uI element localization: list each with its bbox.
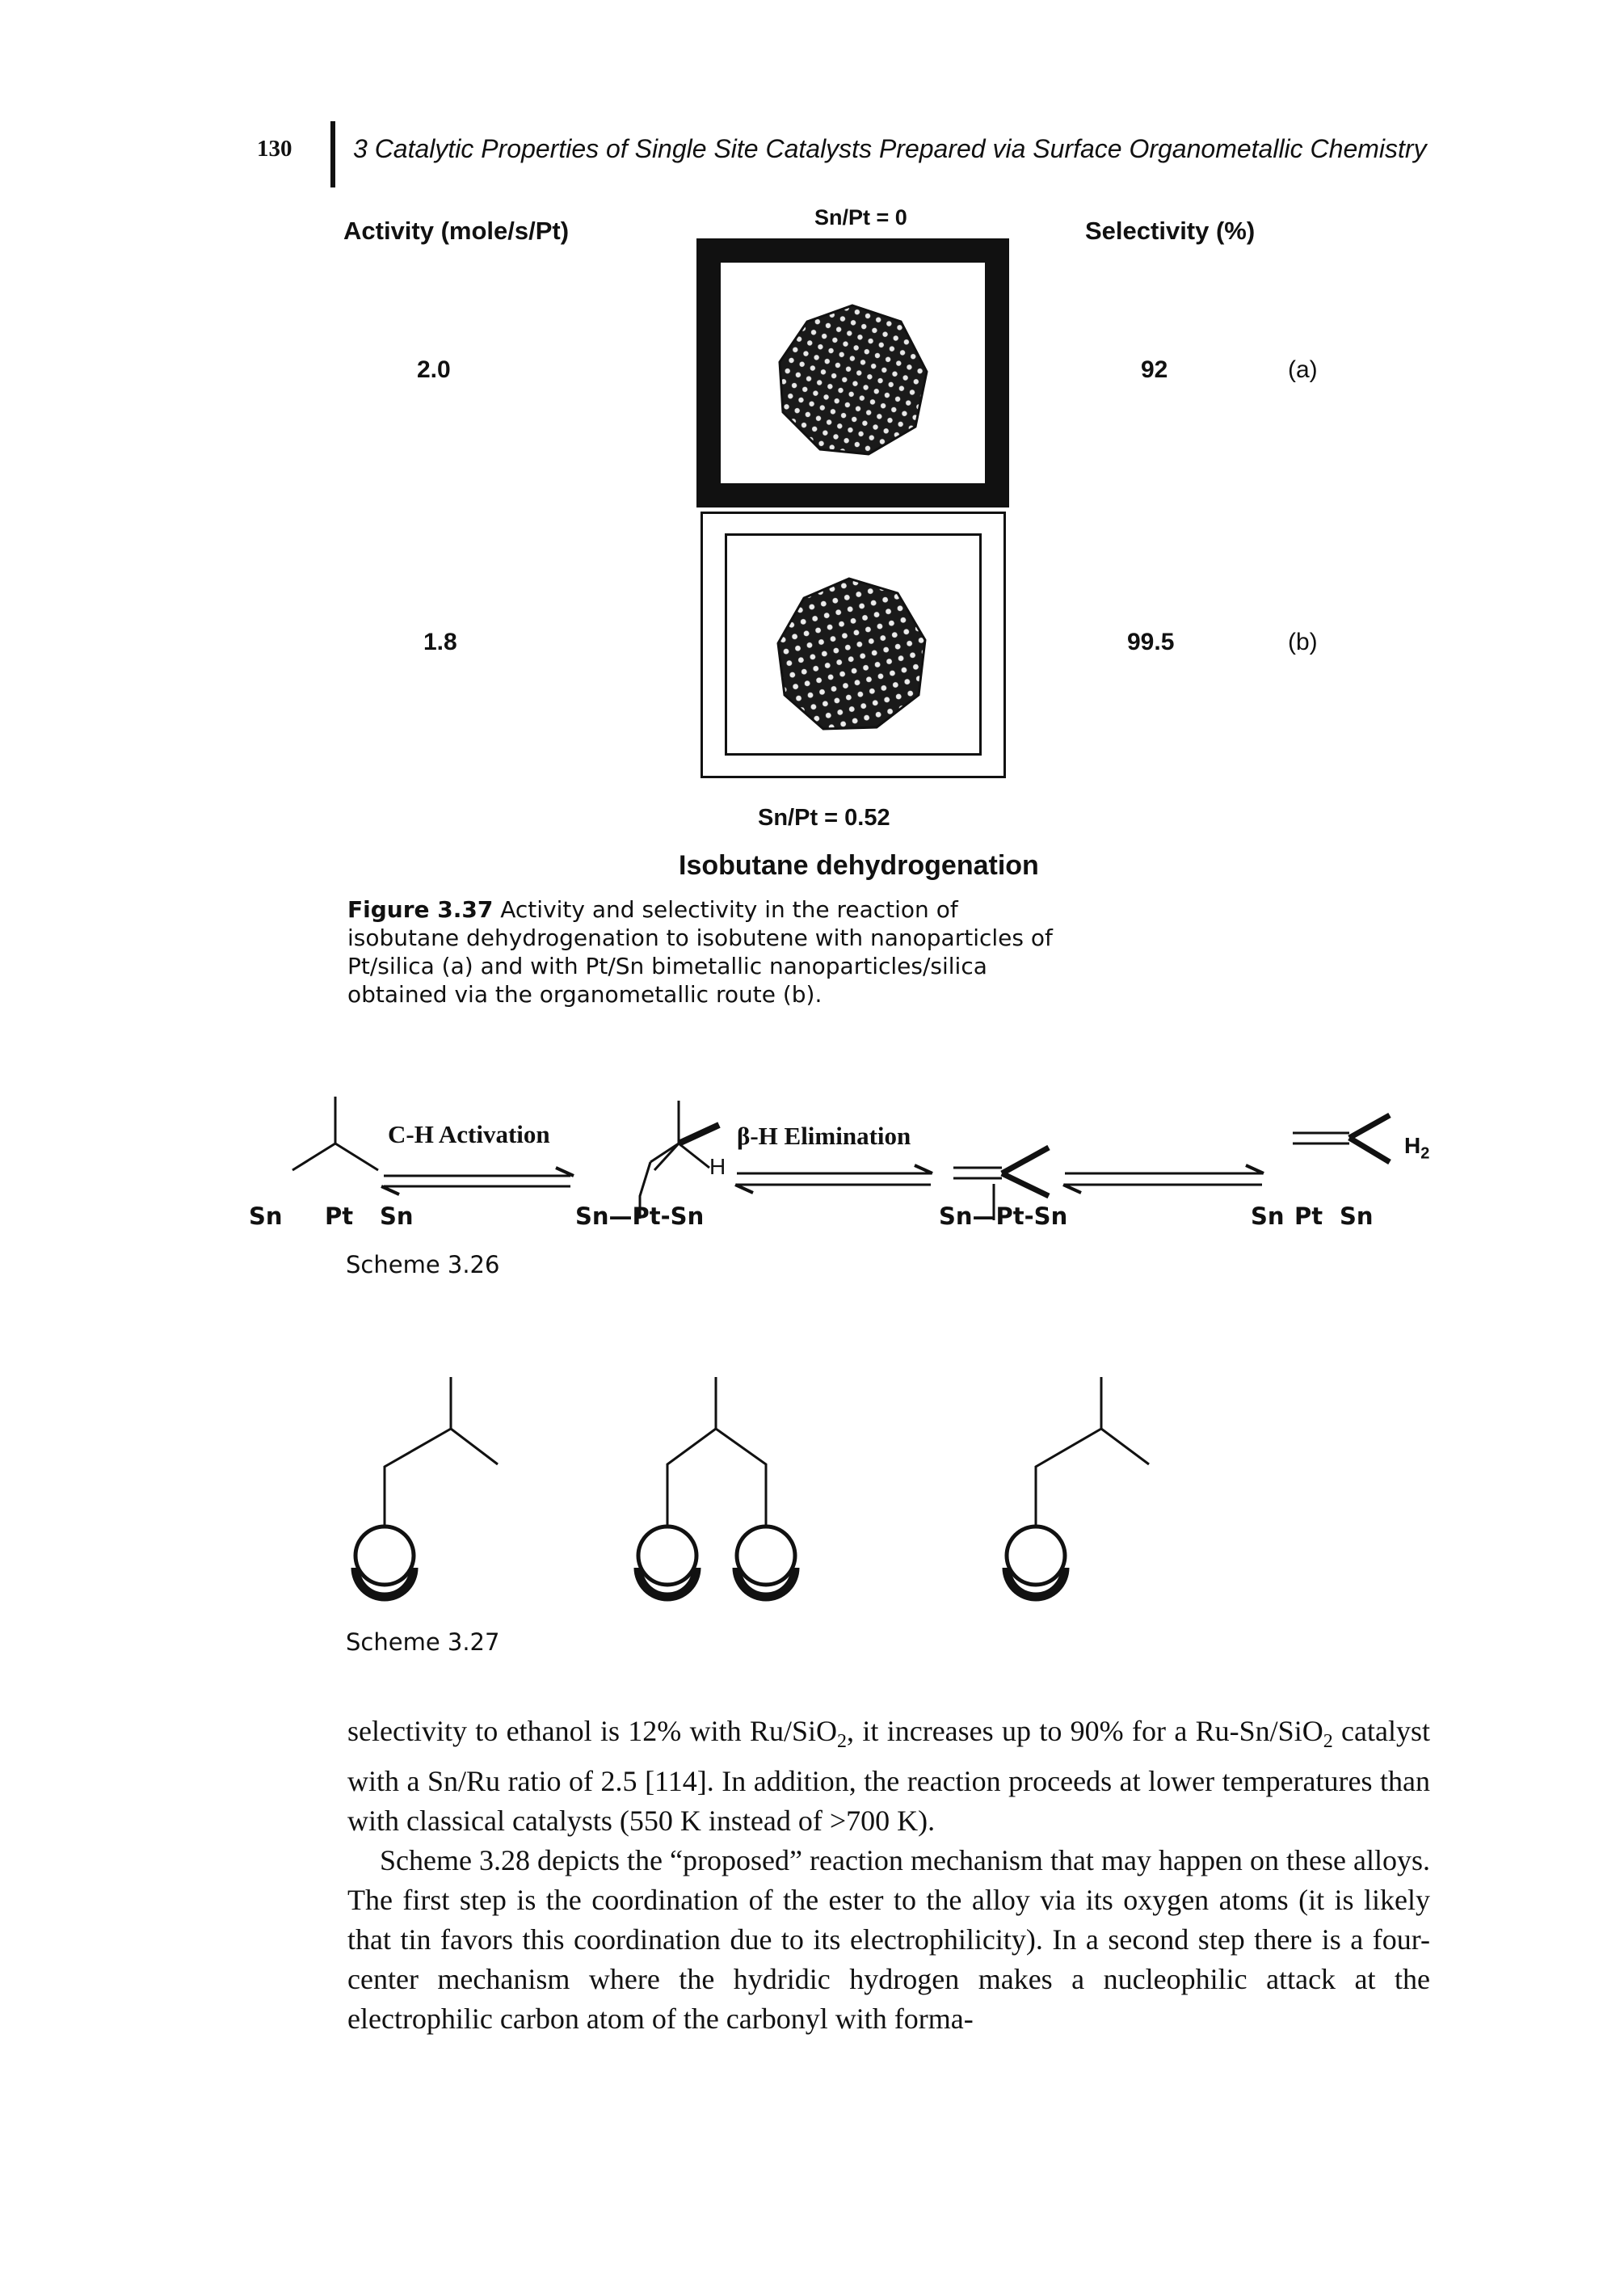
running-title: 3 Catalytic Properties of Single Site Ca… <box>353 134 1427 163</box>
paragraph-1-part-b: , it increases up to 90% for a Ru-Sn/SiO <box>847 1715 1323 1747</box>
h2-subscript: 2 <box>1420 1144 1430 1163</box>
activity-value-b: 1.8 <box>423 629 457 655</box>
figure-caption-label: Figure 3.37 <box>347 896 494 923</box>
platinum-site-label: Pt <box>325 1202 354 1230</box>
row-label-b: (b) <box>1288 629 1318 655</box>
tin-site-label: Sn <box>1251 1202 1285 1230</box>
particle-frame-b <box>701 512 1006 778</box>
tin-site-label: Sn <box>380 1202 414 1230</box>
scheme-3-27-drawing <box>351 1377 1150 1602</box>
selectivity-value-b: 99.5 <box>1127 629 1175 655</box>
figure-caption-text: Activity and selectivity in the reaction… <box>347 896 1053 1008</box>
platinum-site-label: Pt <box>1294 1202 1323 1230</box>
tin-site-label: Sn <box>1340 1202 1374 1230</box>
tin-site-label: Sn <box>249 1202 283 1230</box>
bottom-ratio-label: Sn/Pt = 0.52 <box>758 805 890 831</box>
subscript-2: 2 <box>1323 1731 1333 1753</box>
paragraph-1-part-a: selectivity to ethanol is 12% with Ru/Si… <box>347 1715 838 1747</box>
header-rule <box>330 121 335 187</box>
top-ratio-label: Sn/Pt = 0 <box>814 205 907 230</box>
reaction-title: Isobutane dehydrogenation <box>679 850 1039 881</box>
selectivity-value-a: 92 <box>1141 356 1168 383</box>
particle-frame-a <box>696 238 1009 507</box>
activity-value-a: 2.0 <box>417 356 451 383</box>
activity-header: Activity (mole/s/Pt) <box>343 217 570 245</box>
scheme-3-27-label: Scheme 3.27 <box>346 1628 500 1656</box>
body-paragraph-2: Scheme 3.28 depicts the “proposed” react… <box>347 1844 1430 2035</box>
page-number: 130 <box>257 136 292 162</box>
alkyl-site-label: Sn—Pt-Sn <box>575 1202 705 1230</box>
scheme-3-26-drawing <box>292 1097 1391 1220</box>
body-paragraph-1: selectivity to ethanol is 12% with Ru/Si… <box>347 1712 1430 1841</box>
ch-activation-label: C-H Activation <box>388 1120 550 1148</box>
figure-caption: Figure 3.37 Activity and selectivity in … <box>347 895 1075 1009</box>
subscript-2: 2 <box>837 1731 848 1753</box>
particle-frame-b-inner <box>725 533 982 756</box>
alkene-site-label: Sn—Pt-Sn <box>939 1202 1068 1230</box>
selectivity-header: Selectivity (%) <box>1085 217 1256 245</box>
pt-nanoparticle-image <box>778 304 928 456</box>
beta-h-elimination-label: β-H Elimination <box>737 1122 911 1150</box>
h2-symbol: H <box>1404 1133 1421 1158</box>
scheme-3-26-label: Scheme 3.26 <box>346 1251 500 1278</box>
row-label-a: (a) <box>1288 356 1318 383</box>
pt-sn-nanoparticle-image <box>776 577 927 731</box>
hydrogen-atom-label: H <box>709 1154 726 1179</box>
h2-label: H2 <box>1404 1133 1429 1164</box>
paragraph-1-part-c: catalyst with a Sn/Ru ratio of 2.5 [114]… <box>347 1715 1430 1838</box>
